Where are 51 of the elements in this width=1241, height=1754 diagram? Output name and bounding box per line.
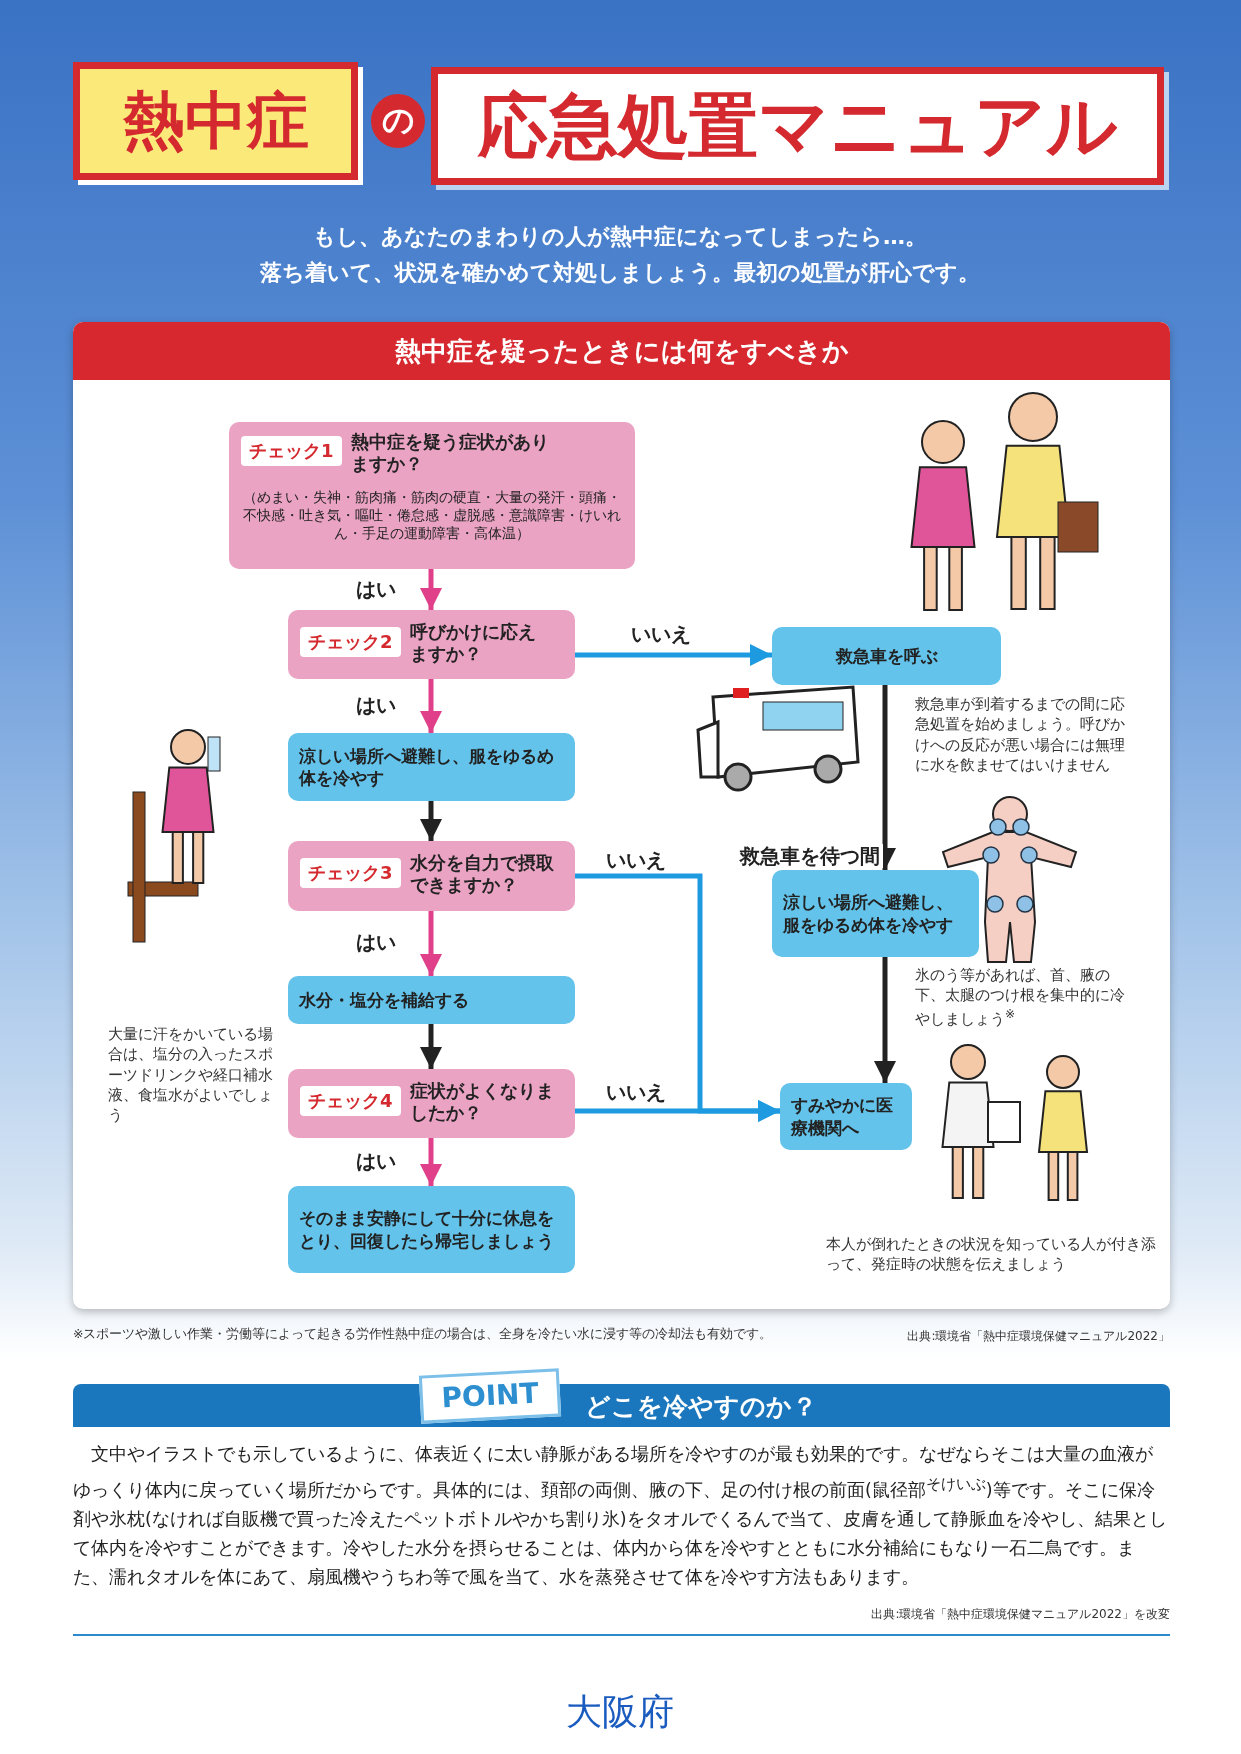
section-heading: どこを冷やすのか？ <box>585 1391 818 1423</box>
arrow <box>420 911 442 976</box>
symptom-list: （めまい・失神・筋肉痛・筋肉の硬直・大量の発汗・頭痛・不快感・吐き気・嘔吐・倦怠感・虚脱感・意識障害・けいれん・手足の運動障害・高体温） <box>237 488 627 543</box>
check-box <box>288 1069 575 1138</box>
arrow <box>420 679 442 733</box>
flowchart-panel <box>73 322 1170 1309</box>
source-text: 出典:環境省「熱中症環境保健マニュアル2022」 <box>906 1328 1170 1345</box>
action-box <box>772 870 979 957</box>
arrow <box>575 1100 780 1122</box>
title-connector-circle: の <box>371 94 425 148</box>
arrow <box>874 957 896 1083</box>
panel-header: 熱中症を疑ったときには何をすべきか <box>73 322 1170 380</box>
organization-name: 大阪府 <box>565 1690 675 1734</box>
arrow <box>420 801 442 841</box>
check-box <box>288 841 575 911</box>
question-text: 熱中症を疑う症状がありますか？ <box>351 432 550 476</box>
footnote-text: ※スポーツや激しい作業・労働等によって起きる労作性熱中症の場合は、全身を冷たい水に浸す等の冷却法も有効です。 <box>73 1326 774 1343</box>
question-text: 症状がよくなりましたか？ <box>410 1081 555 1125</box>
check-tag: チェック3 <box>300 858 401 888</box>
check-tag: チェック2 <box>300 627 401 657</box>
action-text: 救急車を呼ぶ <box>835 644 938 668</box>
source-text: 出典:環境省「熱中症環境保健マニュアル2022」を改変 <box>870 1606 1170 1623</box>
arrow <box>420 569 442 610</box>
note-text: 本人が倒れたときの状況を知っている人が付き添って、発症時の状態を伝えましょう <box>826 1235 1156 1275</box>
check-tag: チェック4 <box>300 1086 401 1116</box>
action-text: そのまま安静にして十分に休息をとり、回復したら帰宅しましょう <box>299 1207 555 1252</box>
arrow <box>420 1024 442 1069</box>
note-text: 救急車が到着するまでの間に応急処置を始めましょう。呼びかけへの反応が悪い場合には無理に水を飲ませてはいけません <box>915 695 1126 775</box>
arrow <box>420 1138 442 1186</box>
action-box <box>288 976 575 1024</box>
intro-text: もし、あなたのまわりの人が熱中症になってしまったら…。 <box>312 223 928 251</box>
note-text: 大量に汗をかいている場合は、塩分の入ったスポーツドリンクや経口補水液、食塩水がよいでしょう <box>108 1025 273 1126</box>
note-text: 氷のう等があれば、首、腋の下、太腿のつけ根を集中的に冷やしましょう$^{※}$ <box>915 966 1126 1029</box>
check-tag: チェック1 <box>241 436 342 466</box>
action-box <box>780 1083 912 1150</box>
edge-label: 救急車を待つ間 <box>737 844 883 868</box>
action-text: 涼しい場所へ避難し、服をゆるめ体を冷やす <box>783 891 954 936</box>
action-box <box>288 1186 575 1273</box>
question-text: 呼びかけに応えますか？ <box>410 622 537 666</box>
check-box <box>288 610 575 679</box>
action-box <box>772 627 1001 685</box>
arrow <box>575 644 772 666</box>
point-tag: POINT <box>418 1368 562 1424</box>
action-text: すみやかに医療機関へ <box>791 1094 894 1139</box>
action-text: 涼しい場所へ避難し、服をゆるめ体を冷やす <box>299 744 555 790</box>
body-paragraph: 文中やイラストでも示しているように、体表近くに太い静脈がある場所を冷やすのが最も効果的です。なぜならそこは大量の血液がゆっくり体内に戻っていく場所だからです。具体的には、頚部の両側、腋の下、足の付け根の前面(鼠径部$^{そけいぶ}$)等です。そこに保冷剤や氷枕(なければ自販機で買った冷えたペットボトルやかち割り氷)をタオルでくるんで当て、皮膚を通して静脈血を冷やし、結果として体内を冷やすことができます。冷やした水分を摂らせることは、体内から体を冷やすとともに水分補給にもなり一石二鳥です。また、濡れタオルを体にあて、扇風機やうちわ等で風を当て、水を蒸発させて体を冷やす方法もあります。 <box>73 1443 1168 1589</box>
action-text: 水分・塩分を補給する <box>299 988 470 1012</box>
question-text: 水分を自力で摂取できますか？ <box>410 853 555 897</box>
action-box <box>288 733 575 801</box>
check-box <box>229 422 635 569</box>
intro-text: 落ち着いて、状況を確かめて対処しましょう。最初の処置が肝心です。 <box>259 259 981 287</box>
